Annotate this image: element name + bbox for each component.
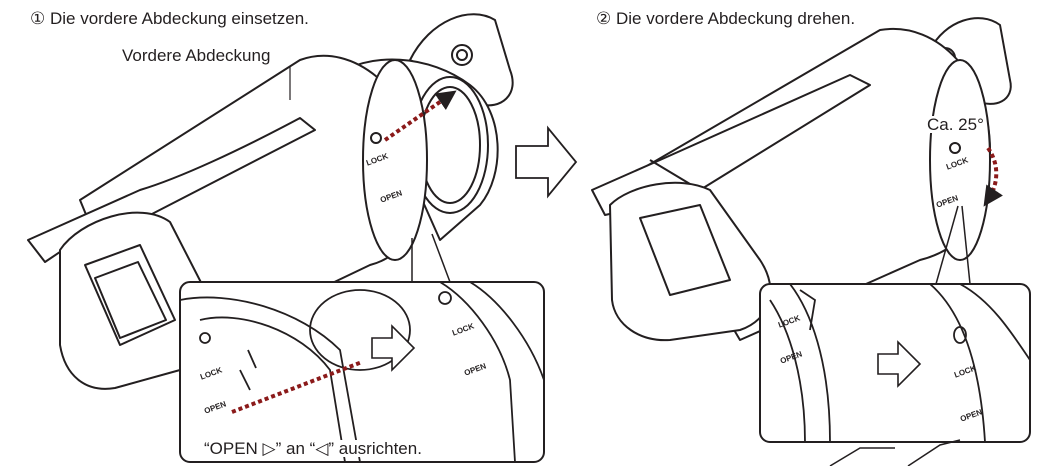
insertion-arrow — [383, 90, 457, 142]
front-cover-label: Vordere Abdeckung — [122, 46, 271, 65]
detail-box-left — [179, 281, 545, 463]
detail-slide-arrow-left — [371, 324, 416, 372]
bottom-partial-stand — [829, 439, 961, 466]
detail-box-right — [759, 283, 1031, 443]
mount-bracket-right — [929, 17, 1012, 105]
camera-left — [27, 13, 514, 390]
step-arrow-icon — [515, 125, 578, 199]
step2-title: ② Die vordere Abdeckung drehen. — [596, 9, 856, 28]
sun-hood-left — [27, 117, 316, 263]
step1-title: ① Die vordere Abdeckung einsetzen. — [30, 9, 309, 28]
camera-right — [591, 17, 1012, 342]
detail-slide-arrow-right — [877, 340, 922, 388]
rotation-angle-label: Ca. 25° — [925, 115, 986, 134]
alignment-caption: “OPEN ▷” an “◁” ausrichten. — [202, 439, 424, 458]
rotation-arrow-icon — [983, 146, 1003, 207]
